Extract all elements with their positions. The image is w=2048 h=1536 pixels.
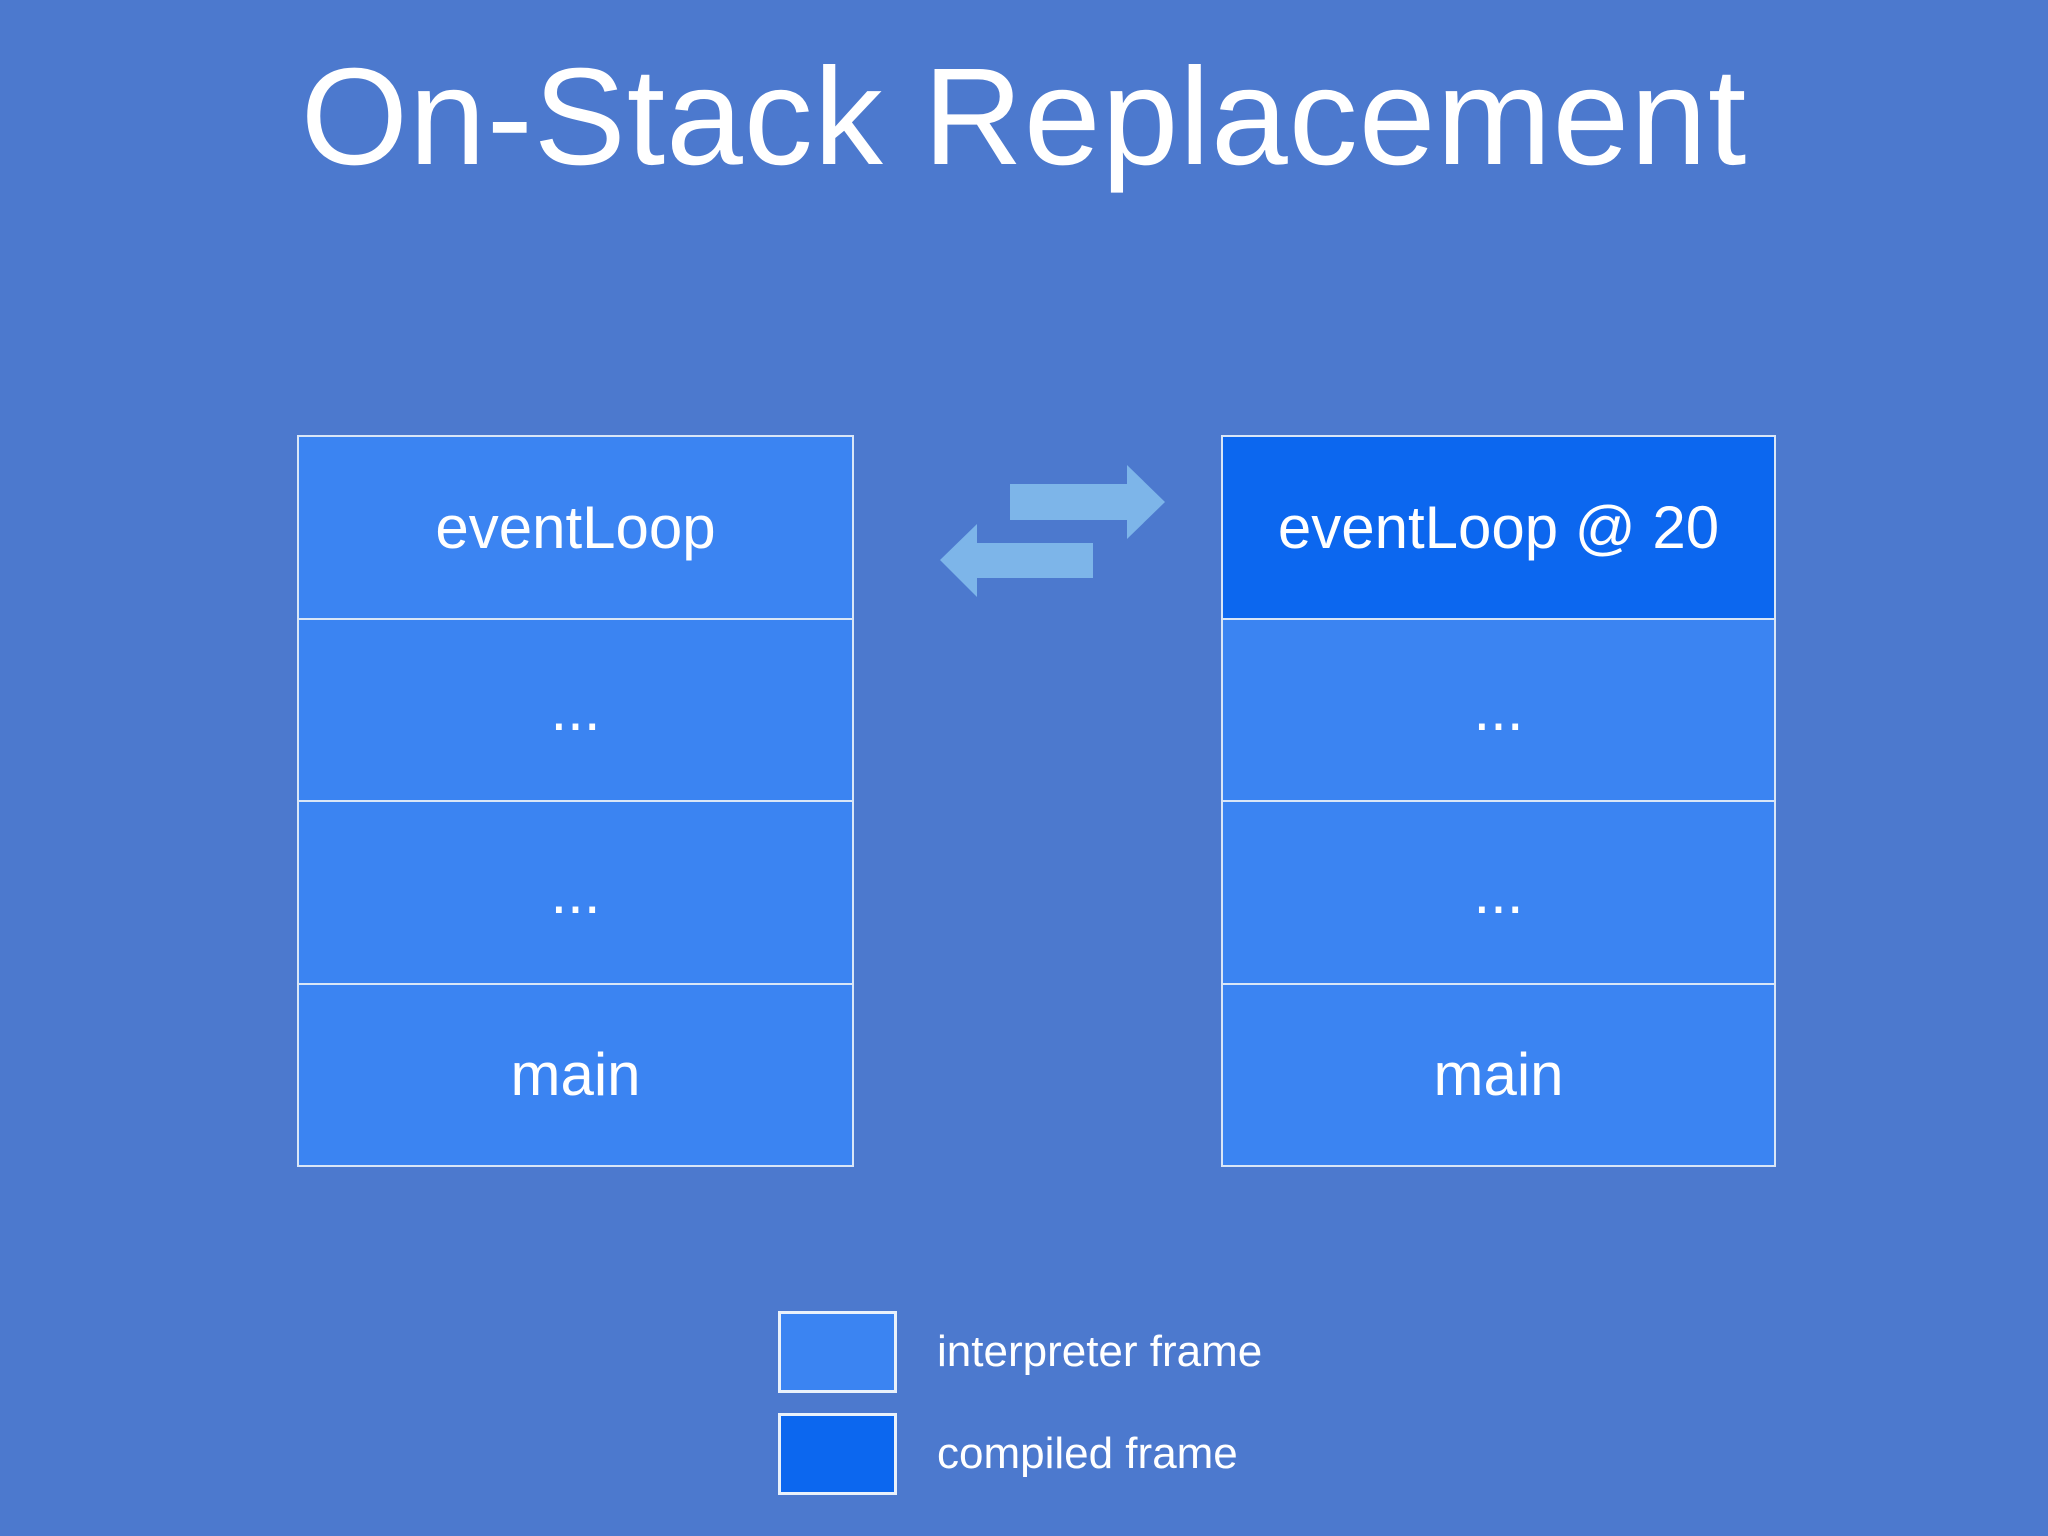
frame-label: main [510, 1041, 641, 1109]
interpreter-stack: eventLoop ... ... main [297, 435, 854, 1167]
compiled-stack: eventLoop @ 20 ... ... main [1221, 435, 1776, 1167]
arrow-right-icon [1010, 465, 1165, 539]
arrow-left-icon [940, 524, 1093, 597]
legend-row-compiled: compiled frame [778, 1413, 1262, 1495]
stack-frame-ellipsis: ... [299, 617, 852, 800]
frame-label: ... [550, 676, 601, 744]
frame-label: ... [1473, 676, 1524, 744]
stack-frame-ellipsis: ... [1223, 800, 1774, 983]
stack-frame-ellipsis: ... [1223, 617, 1774, 800]
frame-label: ... [1473, 858, 1524, 926]
stack-frame-eventloop-at-20: eventLoop @ 20 [1223, 437, 1774, 618]
legend-row-interpreter: interpreter frame [778, 1311, 1262, 1393]
legend: interpreter frame compiled frame [778, 1311, 1262, 1495]
frame-label: ... [550, 858, 601, 926]
compiled-swatch [778, 1413, 897, 1495]
legend-label: compiled frame [937, 1429, 1238, 1478]
stack-frame-ellipsis: ... [299, 800, 852, 983]
slide-title: On-Stack Replacement [300, 40, 1748, 194]
stack-frame-main: main [1223, 982, 1774, 1165]
stack-frame-eventloop: eventLoop [299, 437, 852, 618]
interpreter-swatch [778, 1311, 897, 1393]
frame-label: main [1433, 1041, 1564, 1109]
frame-label: eventLoop @ 20 [1277, 493, 1720, 561]
stack-frame-main: main [299, 982, 852, 1165]
legend-label: interpreter frame [937, 1327, 1263, 1376]
swap-arrows [940, 465, 1165, 597]
frame-label: eventLoop [435, 493, 716, 561]
